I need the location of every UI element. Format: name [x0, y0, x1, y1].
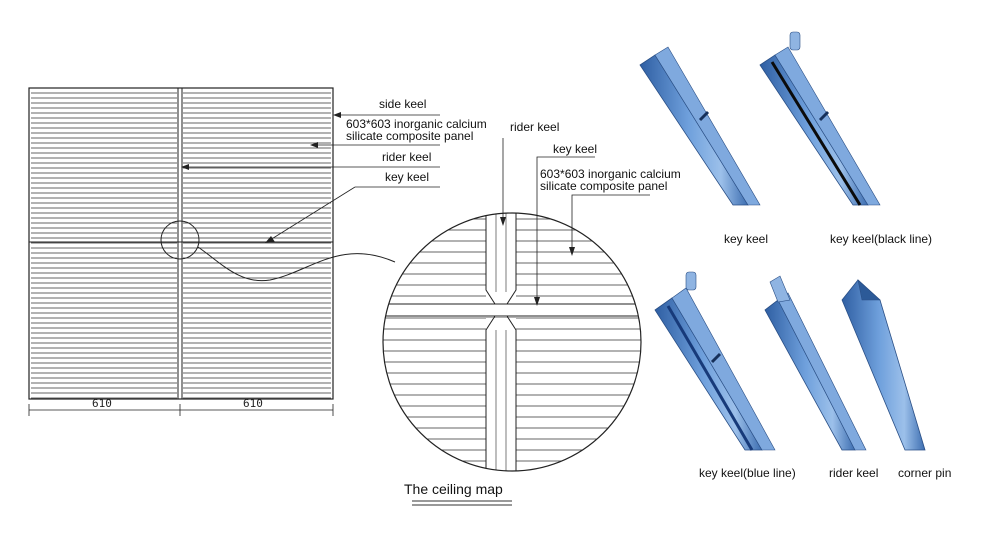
dimension-left: 610 — [92, 397, 112, 410]
corner-pin-top — [857, 279, 881, 301]
caption-key-keel-black-line: key keel(black line) — [830, 232, 933, 246]
caption-rider-keel: rider keel — [829, 466, 879, 480]
side-keel-arrow — [333, 112, 341, 118]
rider-keel-body — [764, 299, 856, 451]
keel-blue-line-image — [654, 271, 776, 451]
detail-rider-arrow — [500, 217, 506, 226]
detail-rider-keel-upper-bg — [486, 213, 516, 302]
label-rider-keel: rider keel — [382, 150, 432, 164]
detail-leader-curve — [197, 246, 396, 282]
panel-strips — [31, 92, 331, 399]
blue-line-stripe — [666, 305, 754, 451]
detail-panel-leader — [571, 194, 650, 250]
caption-corner-pin: corner pin — [898, 466, 952, 480]
key-keel-side — [654, 46, 761, 206]
dimension-right: 610 — [243, 397, 263, 410]
key-keel-leader-d — [269, 186, 356, 241]
detail-label-panel-line1: 603*603 inorganic calcium — [540, 167, 681, 181]
corner-pin-body — [841, 279, 926, 451]
keel-key-keel-image — [639, 46, 761, 206]
key-keel-slot — [698, 110, 710, 122]
key-keel-arrow — [265, 236, 275, 243]
detail-circle-outline — [382, 212, 642, 472]
blue-line-keel-slot — [710, 352, 722, 364]
label-key-keel: key keel — [385, 170, 430, 184]
black-line-keel-slot — [818, 110, 830, 122]
blue-line-keel-side — [671, 287, 776, 451]
detail-view — [382, 138, 650, 472]
diagram-title: The ceiling map — [404, 481, 503, 497]
black-line-keel-side — [774, 46, 881, 206]
detail-label-rider-keel: rider keel — [510, 120, 560, 134]
detail-rider-keel-lower-bg — [486, 318, 516, 471]
panel-arrow — [310, 142, 318, 148]
detail-key-keel-bg — [383, 304, 641, 316]
detail-marker-circle — [160, 220, 200, 260]
keel-rider-image — [764, 275, 867, 451]
detail-rider-keel-lower-outline — [485, 315, 517, 471]
blue-line-keel-tip — [685, 271, 697, 291]
label-side-keel: side keel — [379, 97, 427, 111]
detail-label-key-keel: key keel — [553, 142, 598, 156]
keel-corner-pin-image — [841, 279, 926, 451]
label-panel-line1: 603*603 inorganic calcium — [346, 117, 487, 131]
black-line-stripe — [770, 61, 862, 206]
rider-keel-tip — [769, 275, 791, 303]
rider-keel-arrow — [181, 164, 189, 170]
detail-key-arrow — [534, 297, 540, 306]
caption-key-keel: key keel — [724, 232, 769, 246]
caption-key-keel-blue-line: key keel(blue line) — [699, 466, 796, 480]
keel-black-line-image — [759, 31, 881, 206]
label-panel-line2: silicate composite panel — [346, 129, 474, 143]
ceiling-plan — [28, 87, 440, 416]
detail-label-panel-line2: silicate composite panel — [540, 179, 668, 193]
detail-rider-keel-upper-outline — [485, 213, 517, 305]
detail-panel-arrow — [569, 247, 575, 256]
plan-outline — [28, 87, 334, 400]
black-line-keel-tip — [789, 31, 801, 51]
detail-key-leader — [536, 156, 595, 300]
